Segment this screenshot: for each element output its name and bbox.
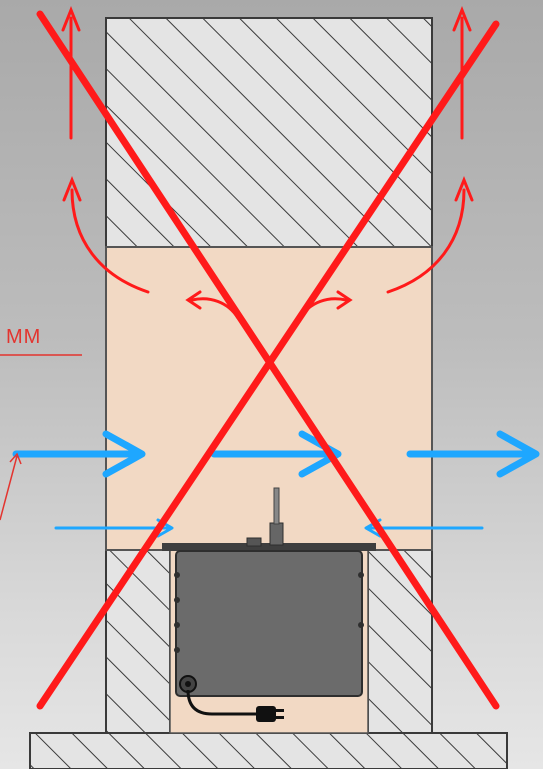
stove-bolt: [174, 647, 180, 653]
stove-bolt: [358, 572, 364, 578]
stove-bolt: [358, 622, 364, 628]
power-plug-icon: [256, 706, 284, 722]
dimension-label: MM: [6, 326, 42, 348]
arrow-head: [102, 430, 146, 478]
stove-sensor-box: [246, 537, 262, 547]
dimension-leader: [0, 354, 82, 521]
stove-body: [175, 550, 363, 697]
stove-top-plate: [162, 543, 376, 551]
power-socket-core: [185, 681, 191, 687]
arrow-curved-left: [70, 188, 150, 294]
arrow-head: [9, 452, 22, 465]
arrow-head: [452, 5, 472, 32]
arrow-head: [61, 5, 81, 32]
masonry-base: [29, 732, 508, 769]
stove-sensor-mount: [269, 522, 284, 546]
arrow-head: [185, 290, 202, 310]
arrow-head: [336, 290, 353, 310]
arrow-curved-right: [386, 188, 466, 294]
stove-bolt: [174, 622, 180, 628]
stove-bolt: [174, 572, 180, 578]
stove-icon: [162, 487, 376, 697]
stove-sensor-rod: [273, 487, 280, 525]
heated-air-zone: [105, 246, 433, 551]
cross-line-ascending: [36, 20, 500, 710]
arrow-head: [298, 430, 342, 478]
hot-air-arrows: [61, 5, 474, 320]
masonry-lower-left: [105, 549, 171, 734]
masonry-upper-block: [105, 17, 433, 248]
dimension-pointer: [0, 455, 18, 521]
cross-out-mark: [36, 10, 500, 710]
masonry-lower-right: [367, 549, 433, 734]
arrow-head: [62, 175, 82, 202]
cold-air-arrows: [12, 430, 540, 538]
power-cable: [186, 689, 258, 716]
stove-bolt: [174, 597, 180, 603]
arrow-head: [454, 175, 474, 202]
arrow-head: [496, 430, 540, 478]
